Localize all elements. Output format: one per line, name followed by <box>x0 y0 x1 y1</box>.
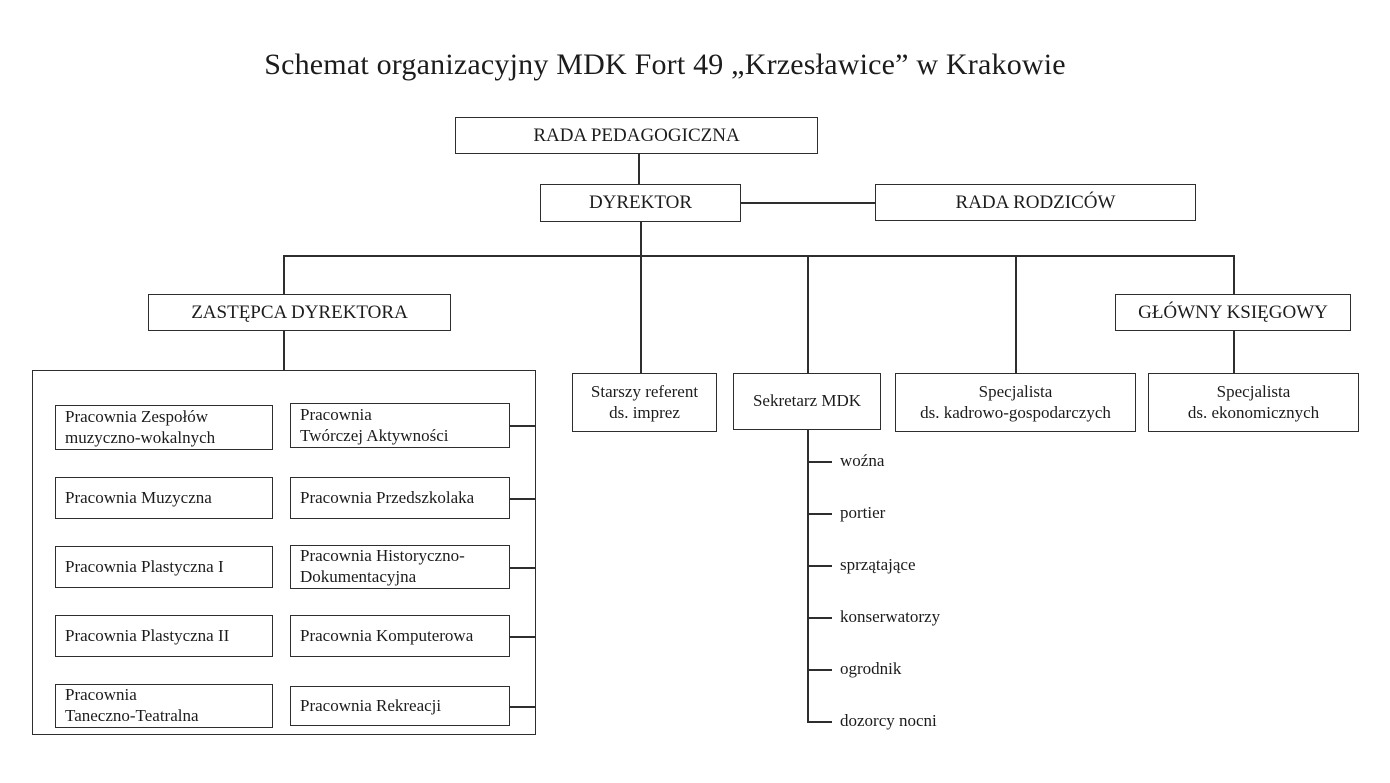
node-specjalista-kadrowo-gospodarczy: Specjalista ds. kadrowo-gospodarczych <box>895 373 1136 432</box>
node-starszy-referent: Starszy referent ds. imprez <box>572 373 717 432</box>
staff-item: ogrodnik <box>840 659 902 678</box>
node-label: Specjalista ds. ekonomicznych <box>1187 381 1320 422</box>
node-label: Pracownia Muzyczna <box>65 487 212 507</box>
connector-line <box>510 567 536 569</box>
page-title: Schemat organizacyjny MDK Fort 49 „Krzes… <box>264 48 1066 81</box>
connector-line <box>807 461 832 463</box>
node-label: Pracownia Przedszkolaka <box>300 487 475 507</box>
connector-line <box>510 425 536 427</box>
node-pracownia-rekreacji: Pracownia Rekreacji <box>290 686 510 726</box>
connector-line <box>807 255 809 373</box>
connector-line <box>638 153 640 184</box>
connector-line <box>640 222 642 373</box>
node-sekretarz-mdk: Sekretarz MDK <box>733 373 881 430</box>
connector-line <box>283 331 285 370</box>
node-label: Pracownia Twórczej Aktywności <box>300 404 449 445</box>
node-pracownia-plastyczna-1: Pracownia Plastyczna I <box>55 546 273 588</box>
node-pracownia-tworczej-aktywnosci: Pracownia Twórczej Aktywności <box>290 403 510 448</box>
connector-line <box>1233 331 1235 373</box>
node-zastepca-dyrektora: ZASTĘPCA DYREKTORA <box>148 294 451 331</box>
node-label: RADA RODZICÓW <box>955 191 1116 213</box>
connector-line <box>283 255 285 294</box>
node-label: Specjalista ds. kadrowo-gospodarczych <box>920 381 1111 422</box>
connector-line <box>510 636 536 638</box>
node-glowny-ksiegowy: GŁÓWNY KSIĘGOWY <box>1115 294 1351 331</box>
node-label: GŁÓWNY KSIĘGOWY <box>1138 301 1328 323</box>
staff-item: portier <box>840 503 886 522</box>
node-label: Pracownia Plastyczna I <box>65 556 224 576</box>
connector-line <box>1233 255 1235 294</box>
staff-item: woźna <box>840 451 885 470</box>
node-pracownia-przedszkolaka: Pracownia Przedszkolaka <box>290 477 510 519</box>
connector-line <box>1015 255 1017 373</box>
node-label: Pracownia Zespołów muzyczno-wokalnych <box>65 406 216 447</box>
connector-line <box>807 565 832 567</box>
node-label: Starszy referent ds. imprez <box>590 381 699 422</box>
connector-line <box>807 721 832 723</box>
connector-line <box>510 498 536 500</box>
node-label: Pracownia Rekreacji <box>300 695 442 715</box>
node-label: Pracownia Historyczno- Dokumentacyjna <box>300 546 465 586</box>
node-label: Pracownia Plastyczna II <box>65 625 230 645</box>
node-label: Sekretarz MDK <box>752 391 862 411</box>
node-specjalista-ekonomiczny: Specjalista ds. ekonomicznych <box>1148 373 1359 432</box>
node-label: Pracownia Taneczno-Teatralna <box>65 685 199 725</box>
staff-item: sprzątające <box>840 555 916 574</box>
staff-item: konserwatorzy <box>840 607 941 626</box>
node-pracownia-komputerowa: Pracownia Komputerowa <box>290 615 510 657</box>
node-dyrektor: DYREKTOR <box>540 184 741 222</box>
pracownie-container <box>32 370 536 735</box>
node-label: Pracownia Komputerowa <box>300 625 474 645</box>
node-label: RADA PEDAGOGICZNA <box>533 124 740 146</box>
node-pracownia-muzyczna: Pracownia Muzyczna <box>55 477 273 519</box>
connector-line <box>510 706 536 708</box>
connector-line <box>807 617 832 619</box>
node-pracownia-taneczno-teatralna: Pracownia Taneczno-Teatralna <box>55 684 273 728</box>
connector-line <box>807 430 809 721</box>
node-rada-rodzicow: RADA RODZICÓW <box>875 184 1196 221</box>
connector-line <box>807 669 832 671</box>
node-pracownia-historyczno-dokumentacyjna: Pracownia Historyczno- Dokumentacyjna <box>290 545 510 589</box>
node-pracownia-plastyczna-2: Pracownia Plastyczna II <box>55 615 273 657</box>
staff-item: dozorcy nocni <box>840 711 937 730</box>
node-pracownia-zespolow: Pracownia Zespołów muzyczno-wokalnych <box>55 405 273 450</box>
connector-line <box>807 513 832 515</box>
node-rada-pedagogiczna: RADA PEDAGOGICZNA <box>455 117 818 154</box>
connector-line <box>283 255 1233 257</box>
node-label: DYREKTOR <box>588 192 693 214</box>
connector-line <box>741 202 875 204</box>
node-label: ZASTĘPCA DYREKTORA <box>191 301 408 323</box>
